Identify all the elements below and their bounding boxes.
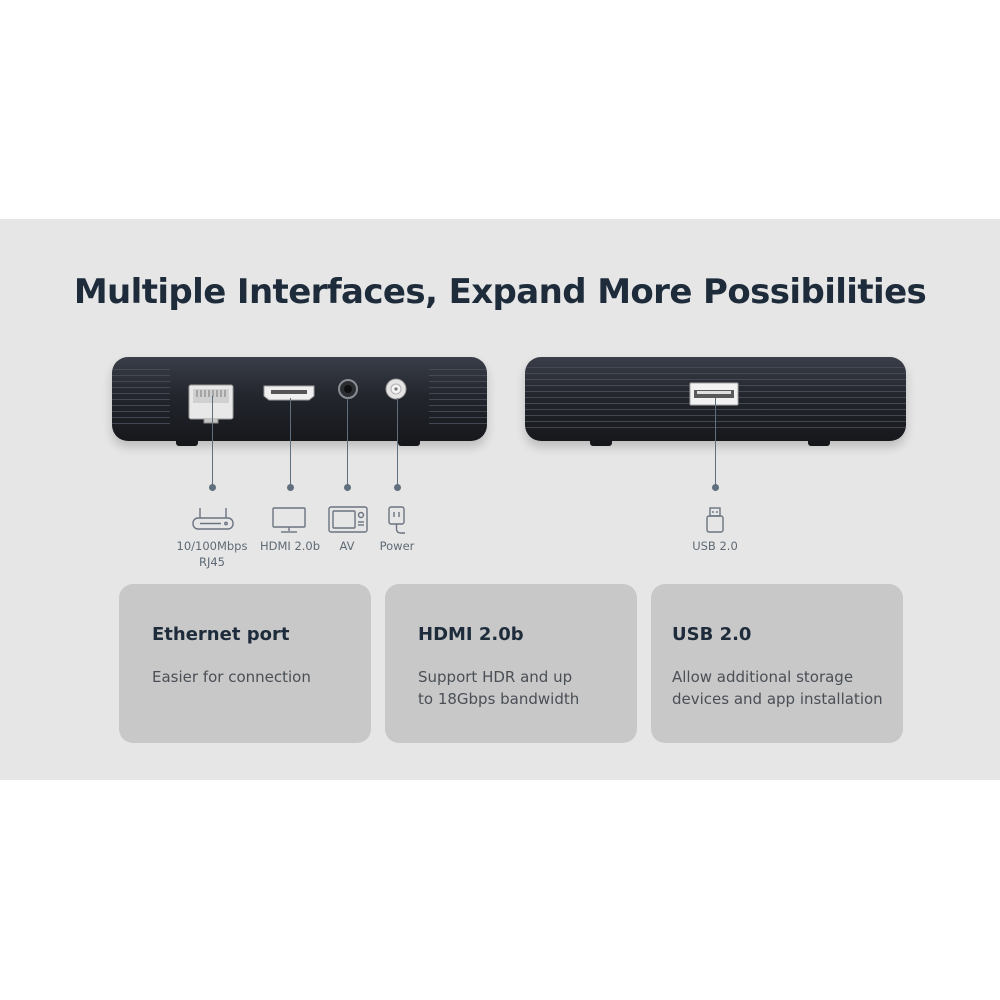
interface-label-ethernet: 10/100Mbps RJ45 [176,539,248,569]
callout-dot-av [344,484,351,491]
feature-card-ethernet: Ethernet port Easier for connection [119,584,371,743]
callout-line-hdmi [290,398,291,488]
tv-icon [328,506,368,533]
page-title: Multiple Interfaces, Expand More Possibi… [73,272,927,312]
card-title: USB 2.0 [672,624,752,645]
feature-card-usb: USB 2.0 Allow additional storage devices… [651,584,903,743]
callout-dot-hdmi [287,484,294,491]
callout-dot-power [394,484,401,491]
interface-label-usb: USB 2.0 [692,539,738,553]
device-foot [808,441,830,446]
callout-line-usb [715,398,716,488]
vent-grill-right [429,369,487,429]
monitor-icon [272,507,306,533]
card-title: HDMI 2.0b [418,624,524,645]
callout-line-ethernet [212,396,213,488]
usb-port [689,382,739,406]
callout-dot-ethernet [209,484,216,491]
device-front-view [112,357,487,441]
callout-line-av [347,398,348,488]
interface-label-av: AV [339,539,355,553]
ethernet-port [188,384,234,424]
card-description: Easier for connection [152,668,311,686]
hdmi-port [263,385,315,401]
card-description: Allow additional storage devices and app… [672,668,883,708]
card-description: Support HDR and up to 18Gbps bandwidth [418,668,580,708]
card-title: Ethernet port [152,624,290,645]
callout-dot-usb [712,484,719,491]
device-foot [176,441,198,446]
router-icon [192,508,234,530]
feature-card-hdmi: HDMI 2.0b Support HDR and up to 18Gbps b… [385,584,637,743]
device-foot [398,441,420,446]
callout-line-power [397,398,398,488]
usb-drive-icon [706,507,724,533]
vent-grill-left [112,369,170,429]
interface-label-power: Power [379,539,415,553]
power-plug-icon [388,506,405,534]
device-foot [590,441,612,446]
av-jack [338,379,358,399]
power-jack [385,378,407,400]
interface-label-hdmi: HDMI 2.0b [259,539,321,553]
